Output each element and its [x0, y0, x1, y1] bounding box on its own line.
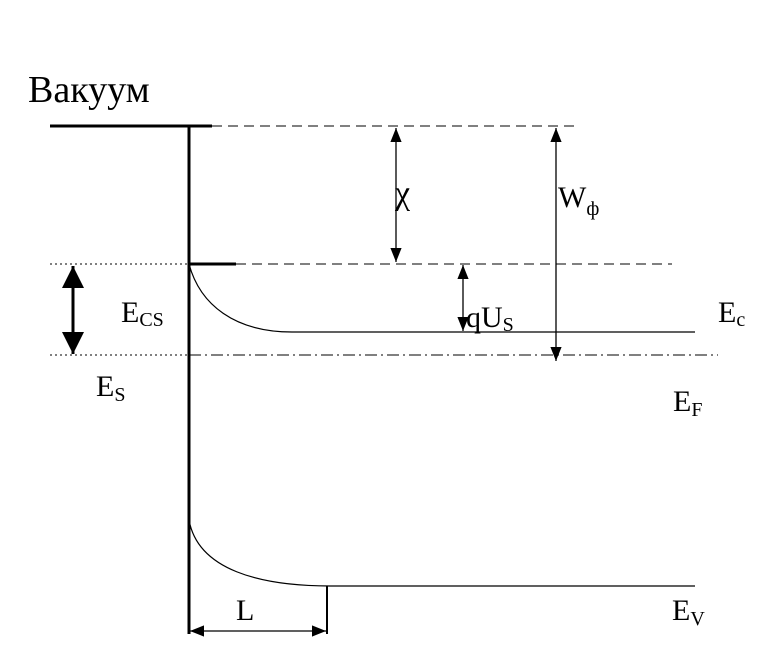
work-function-label: Wф [558, 181, 599, 220]
surface-level-label: ES [96, 370, 125, 406]
depletion-width-label: L [236, 594, 254, 627]
fermi-level-label: EF [673, 385, 702, 421]
valence-band-label: EV [672, 594, 705, 630]
vacuum-label: Вакуум [28, 69, 150, 111]
valence-band-curve [188, 519, 695, 587]
chi-label: χ [394, 175, 410, 212]
conduction-band-curve [188, 263, 695, 333]
surface-conduction-label: ECS [121, 296, 164, 331]
surface-potential-label: qUS [466, 301, 514, 336]
conduction-band-label: Ec [718, 296, 745, 331]
